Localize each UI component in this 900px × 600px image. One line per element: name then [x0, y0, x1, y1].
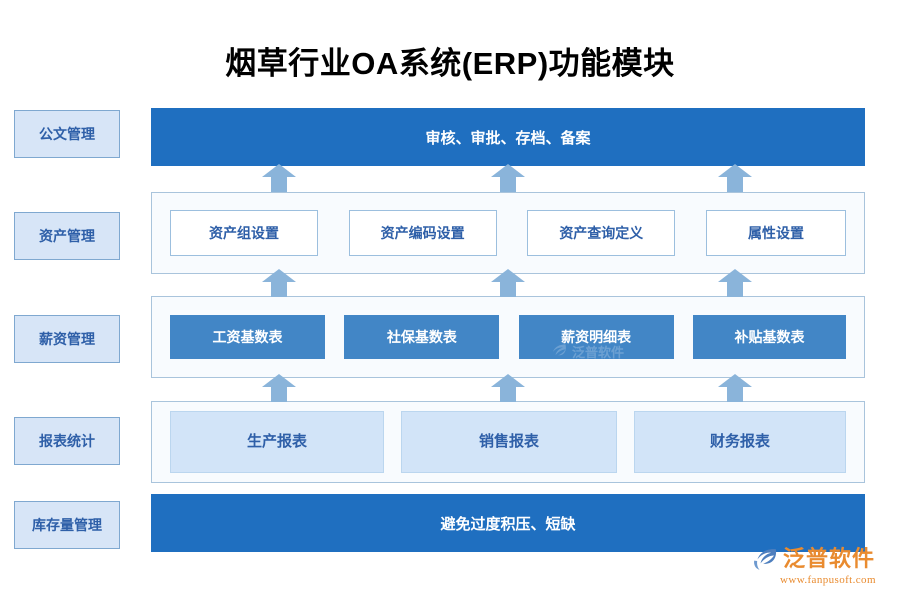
arrow-up-icon — [491, 269, 525, 297]
module-card-production-report[interactable]: 生产报表 — [170, 411, 384, 473]
category-label: 薪资管理 — [39, 331, 95, 347]
module-card-label: 社保基数表 — [386, 328, 457, 345]
brand-logo-name: 泛普软件 — [783, 546, 876, 571]
row-salary-management-panel: 工资基数表 社保基数表 薪资明细表 补贴基数表 — [151, 296, 865, 378]
module-card-financial-report[interactable]: 财务报表 — [634, 411, 846, 473]
category-chip-report-statistics[interactable]: 报表统计 — [14, 417, 120, 465]
arrow-up-icon — [262, 374, 296, 402]
module-card-social-insurance-base-table[interactable]: 社保基数表 — [344, 315, 500, 359]
module-card-label: 销售报表 — [478, 433, 539, 450]
fanpu-swirl-icon — [754, 549, 777, 570]
module-card-asset-query-definition[interactable]: 资产查询定义 — [527, 210, 676, 256]
row-bar-label: 避免过度积压、短缺 — [440, 515, 576, 533]
row-report-statistics-panel: 生产报表 销售报表 财务报表 — [151, 401, 865, 483]
category-chip-inventory-management[interactable]: 库存量管理 — [14, 501, 120, 549]
arrow-up-icon — [262, 164, 296, 192]
module-card-label: 补贴基数表 — [734, 328, 805, 345]
category-label: 资产管理 — [39, 228, 95, 244]
row-doc-management-bar[interactable]: 审核、审批、存档、备案 — [151, 108, 865, 166]
arrow-up-icon — [262, 269, 296, 297]
module-card-label: 工资基数表 — [212, 328, 283, 345]
category-label: 库存量管理 — [32, 517, 102, 533]
brand-logo-url: www.fanpusoft.com — [780, 574, 876, 586]
arrow-up-icon — [491, 164, 525, 192]
arrow-up-icon — [718, 374, 752, 402]
module-card-label: 资产编码设置 — [380, 224, 465, 241]
category-chip-doc-management[interactable]: 公文管理 — [14, 110, 120, 158]
module-card-label: 薪资明细表 — [561, 328, 632, 345]
category-chip-salary-management[interactable]: 薪资管理 — [14, 315, 120, 363]
module-card-label: 财务报表 — [709, 433, 770, 450]
category-chip-asset-management[interactable]: 资产管理 — [14, 212, 120, 260]
module-card-label: 资产查询定义 — [559, 224, 644, 241]
module-card-label: 属性设置 — [747, 224, 804, 241]
module-card-label: 资产组设置 — [209, 224, 279, 241]
module-card-attribute-setting[interactable]: 属性设置 — [705, 210, 846, 256]
category-label: 公文管理 — [39, 126, 95, 142]
arrow-up-icon — [718, 164, 752, 192]
module-card-subsidy-base-table[interactable]: 补贴基数表 — [692, 315, 846, 359]
category-label: 报表统计 — [39, 433, 95, 449]
module-card-wage-base-table[interactable]: 工资基数表 — [170, 315, 325, 359]
row-inventory-management-bar[interactable]: 避免过度积压、短缺 — [151, 494, 865, 552]
module-card-label: 生产报表 — [246, 433, 307, 450]
page-title: 烟草行业OA系统(ERP)功能模块 — [225, 46, 675, 81]
row-bar-label: 审核、审批、存档、备案 — [425, 129, 591, 147]
module-card-asset-code-setting[interactable]: 资产编码设置 — [348, 210, 497, 256]
row-asset-management-panel: 资产组设置 资产编码设置 资产查询定义 属性设置 — [151, 192, 865, 274]
arrow-up-icon — [718, 269, 752, 297]
module-card-asset-group-setting[interactable]: 资产组设置 — [170, 210, 318, 256]
module-card-sales-report[interactable]: 销售报表 — [401, 411, 617, 473]
arrow-up-icon — [491, 374, 525, 402]
module-card-salary-detail-table[interactable]: 薪资明细表 — [518, 315, 674, 359]
brand-logo: 泛普软件 www.fanpusoft.com — [752, 546, 892, 592]
